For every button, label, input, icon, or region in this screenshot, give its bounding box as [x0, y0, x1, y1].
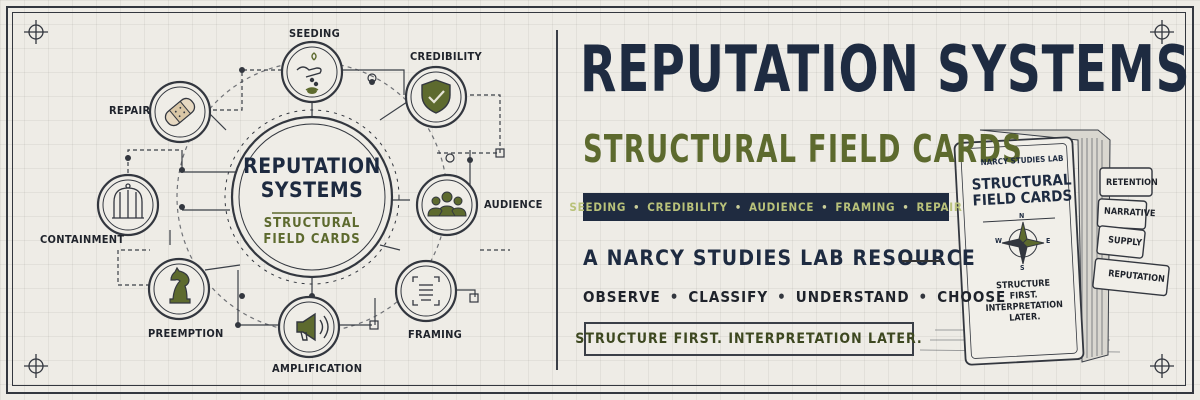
crosshair-bottom-right-icon — [1150, 354, 1174, 378]
verb-separator: • — [777, 288, 787, 306]
compass-e: E — [1046, 237, 1051, 245]
hub-subtitle-line1: STRUCTURAL — [263, 216, 361, 231]
outer-frame — [6, 6, 1194, 394]
chess-knight-icon — [169, 266, 191, 304]
node-seeding — [280, 40, 344, 104]
node-audience — [415, 173, 479, 237]
section-divider — [556, 30, 558, 370]
tag-item: SEEDING — [569, 200, 627, 214]
frame-document-icon — [412, 276, 440, 306]
tag-separator: • — [734, 200, 742, 214]
node-label-repair: REPAIR — [109, 104, 151, 117]
tag-item: REPAIR — [916, 200, 963, 214]
verb-item: UNDERSTAND — [795, 288, 910, 306]
bandage-icon — [164, 97, 196, 127]
verb-item: OBSERVE — [583, 288, 661, 306]
node-label-amplification: AMPLIFICATION — [272, 362, 363, 375]
hub-title-line1: REPUTATION — [243, 154, 381, 178]
tag-item: AUDIENCE — [748, 200, 815, 214]
hub-title: REPUTATION SYSTEMS — [242, 154, 382, 202]
verb-item: CLASSIFY — [688, 288, 769, 306]
tag-separator: • — [821, 200, 829, 214]
compass-rose-icon — [1001, 221, 1045, 265]
node-framing — [394, 259, 458, 323]
tag-item: CREDIBILITY — [647, 200, 728, 214]
megaphone-icon — [296, 312, 329, 342]
main-subtitle: STRUCTURAL FIELD CARDS — [583, 127, 1024, 171]
motto-box: STRUCTURE FIRST. INTERPRETATION LATER. — [575, 322, 922, 356]
compass-w: W — [995, 237, 1002, 245]
node-label-containment: CONTAINMENT — [40, 233, 125, 246]
tag-item: FRAMING — [835, 200, 896, 214]
tag-separator: • — [902, 200, 910, 214]
compass-n: N — [1019, 212, 1025, 220]
card-title: STRUCTURAL FIELD CARDS — [967, 170, 1077, 209]
node-label-preemption: PREEMPTION — [148, 327, 224, 340]
hub-title-line2: SYSTEMS — [260, 178, 364, 202]
node-label-credibility: CREDIBILITY — [410, 50, 482, 63]
node-label-framing: FRAMING — [408, 328, 463, 341]
shield-check-icon — [421, 79, 451, 114]
tag-separator: • — [633, 200, 641, 214]
verb-list: OBSERVE • CLASSIFY • UNDERSTAND • CHOOSE — [583, 288, 1006, 306]
crosshair-top-right-icon — [1150, 20, 1174, 44]
card-footer: STRUCTURE FIRST. INTERPRETATION LATER. — [967, 277, 1081, 327]
verb-separator: • — [918, 288, 929, 306]
node-label-audience: AUDIENCE — [484, 198, 543, 211]
people-group-icon — [427, 191, 467, 217]
resource-line: A NARCY STUDIES LAB RESOURCE — [583, 246, 976, 270]
card-deck-illustration — [919, 129, 1170, 366]
crosshair-top-left-icon — [24, 20, 48, 44]
compass-s: S — [1020, 264, 1025, 272]
crosshair-bottom-left-icon — [24, 354, 48, 378]
main-title: REPUTATION SYSTEMS — [580, 33, 1191, 107]
tag-bar: SEEDING • CREDIBILITY • AUDIENCE • FRAMING •… — [569, 193, 962, 221]
motto-text: STRUCTURE FIRST. INTERPRETATION LATER. — [575, 331, 923, 347]
card-tabs — [1092, 167, 1170, 297]
tab-retention: RETENTION — [1106, 178, 1158, 188]
verb-separator: • — [669, 288, 680, 306]
hub-subtitle: STRUCTURAL FIELD CARDS — [242, 216, 382, 248]
node-label-seeding: SEEDING — [289, 27, 341, 40]
birdcage-icon — [112, 183, 144, 219]
resource-underline — [902, 260, 942, 262]
hub-circle — [224, 109, 400, 285]
verb-item: CHOOSE — [937, 288, 1007, 306]
hub-subtitle-line2: FIELD CARDS — [263, 232, 361, 247]
inner-frame — [12, 12, 1186, 386]
seed-hand-icon — [296, 52, 322, 94]
